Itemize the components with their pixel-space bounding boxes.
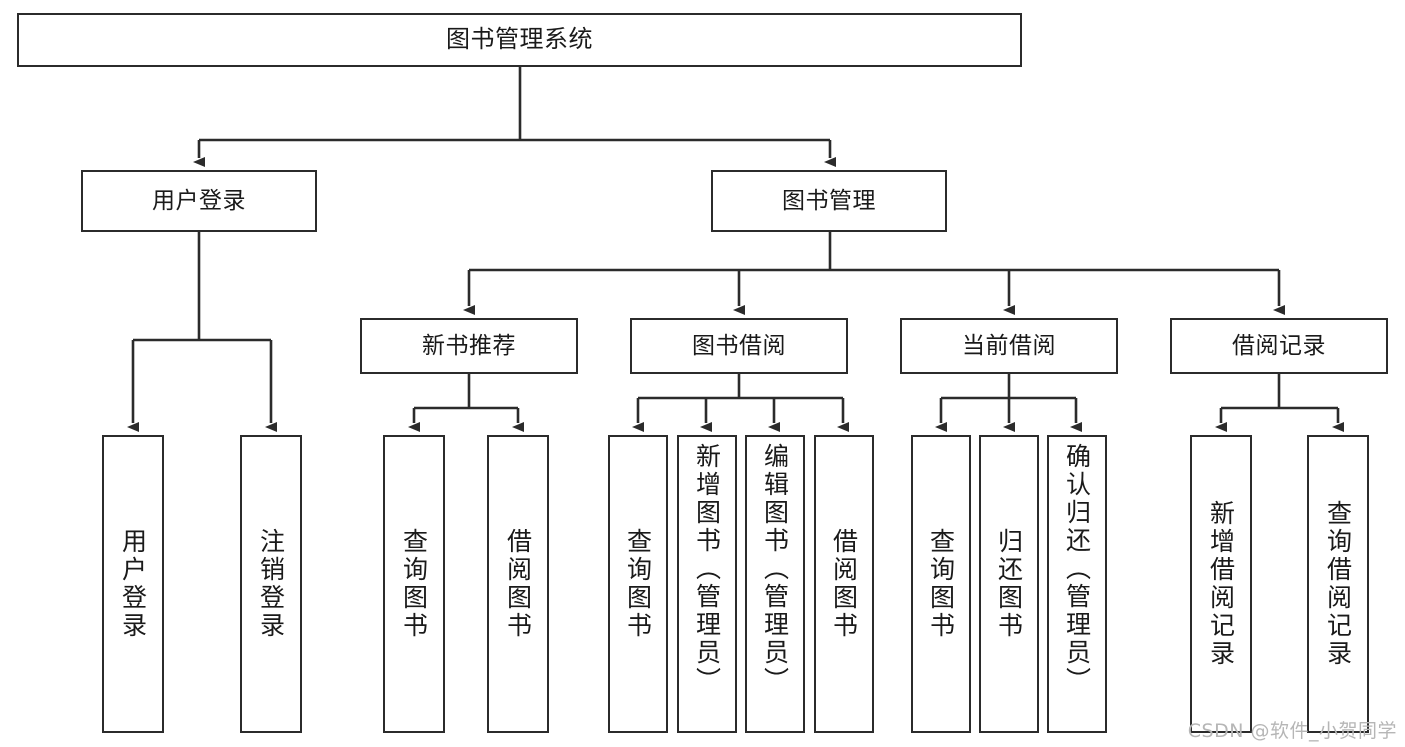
node-label: 归还图书 xyxy=(994,528,1024,640)
leaf-record-query-record[interactable]: 查询借阅记录 xyxy=(1307,435,1369,733)
node-label: 查询图书 xyxy=(623,528,653,640)
watermark: CSDN @软件_小贺同学 xyxy=(1187,720,1397,742)
leaf-borrow-add-book-admin[interactable]: 新增图书（管理员） xyxy=(677,435,737,733)
node-label: 用户登录 xyxy=(152,187,246,214)
node-new-book-recommend[interactable]: 新书推荐 xyxy=(360,318,578,374)
leaf-recommend-query-book[interactable]: 查询图书 xyxy=(383,435,445,733)
node-label: 确认归还（管理员） xyxy=(1062,443,1092,695)
node-label: 图书管理系统 xyxy=(446,25,593,54)
leaf-borrow-edit-book-admin[interactable]: 编辑图书（管理员） xyxy=(745,435,805,733)
node-label: 图书借阅 xyxy=(692,332,786,359)
leaf-current-confirm-return-admin[interactable]: 确认归还（管理员） xyxy=(1047,435,1107,733)
leaf-user-login-login[interactable]: 用户登录 xyxy=(102,435,164,733)
leaf-current-query-book[interactable]: 查询图书 xyxy=(911,435,971,733)
node-book-borrow[interactable]: 图书借阅 xyxy=(630,318,848,374)
node-label: 编辑图书（管理员） xyxy=(760,443,790,695)
node-label: 图书管理 xyxy=(782,187,876,214)
leaf-recommend-borrow-book[interactable]: 借阅图书 xyxy=(487,435,549,733)
node-label: 查询借阅记录 xyxy=(1323,500,1353,668)
node-book-management[interactable]: 图书管理 xyxy=(711,170,947,232)
node-label: 新增图书（管理员） xyxy=(692,443,722,695)
node-label: 新书推荐 xyxy=(422,332,516,359)
node-label: 借阅记录 xyxy=(1232,332,1326,359)
node-label: 当前借阅 xyxy=(962,332,1056,359)
node-label: 用户登录 xyxy=(118,528,148,640)
node-borrow-record[interactable]: 借阅记录 xyxy=(1170,318,1388,374)
node-label: 注销登录 xyxy=(256,528,286,640)
leaf-record-add-record[interactable]: 新增借阅记录 xyxy=(1190,435,1252,733)
node-current-borrow[interactable]: 当前借阅 xyxy=(900,318,1118,374)
node-label: 查询图书 xyxy=(399,528,429,640)
leaf-borrow-query-book[interactable]: 查询图书 xyxy=(608,435,668,733)
leaf-borrow-borrow-book[interactable]: 借阅图书 xyxy=(814,435,874,733)
leaf-current-return-book[interactable]: 归还图书 xyxy=(979,435,1039,733)
leaf-user-login-logout[interactable]: 注销登录 xyxy=(240,435,302,733)
node-user-login[interactable]: 用户登录 xyxy=(81,170,317,232)
node-label: 新增借阅记录 xyxy=(1206,500,1236,668)
node-label: 查询图书 xyxy=(926,528,956,640)
node-root-system[interactable]: 图书管理系统 xyxy=(17,13,1022,67)
node-label: 借阅图书 xyxy=(503,528,533,640)
node-label: 借阅图书 xyxy=(829,528,859,640)
